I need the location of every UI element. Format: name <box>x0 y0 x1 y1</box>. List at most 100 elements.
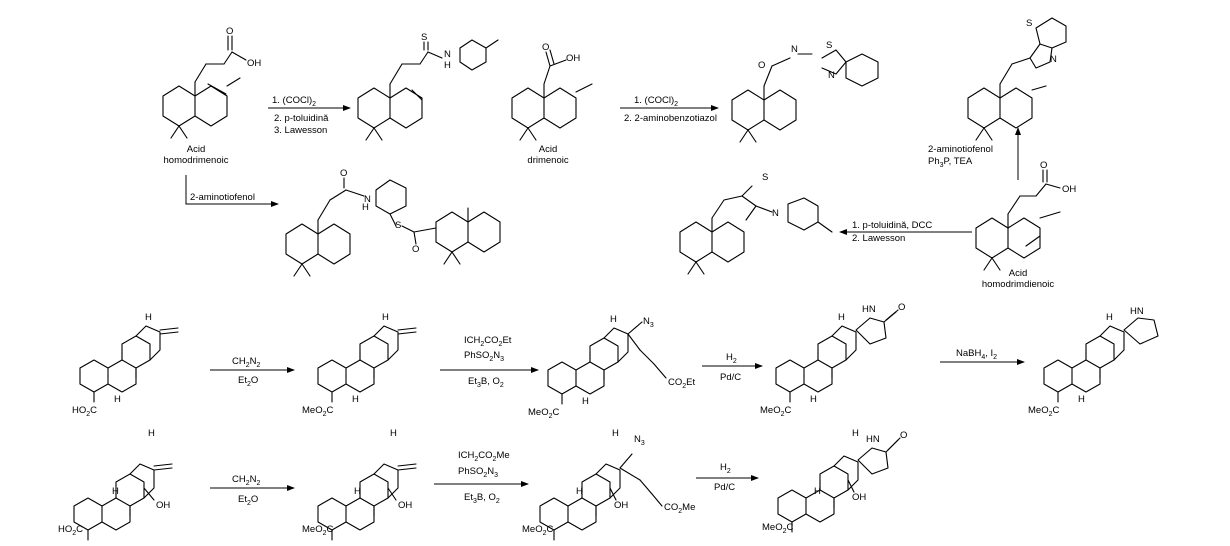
reagent-label: CH2N2 <box>232 356 261 369</box>
atom-s: S <box>762 172 768 183</box>
atom-h: H <box>852 428 859 439</box>
reagent-label: Pd/C <box>720 372 741 383</box>
compound-name-line1: Acid <box>539 144 557 155</box>
reagent-label: 2. p-toluidină <box>274 113 329 124</box>
group-co2me: MeO2C <box>762 522 794 535</box>
reagent-label: PhSO2N3 <box>458 466 498 479</box>
atom-h: H <box>145 312 152 323</box>
atom-h: H <box>444 60 451 71</box>
atom-h: H <box>814 486 821 497</box>
atom-n: N <box>772 208 779 219</box>
group-co2me: MeO2C <box>302 405 334 418</box>
reagent-label: CH2N2 <box>232 474 261 487</box>
kaurenoic-acid: H H HO2C <box>72 312 179 418</box>
group-co2me: MeO2C <box>302 524 334 537</box>
reagent-label: NaBH4, I2 <box>956 348 997 361</box>
atom-h: H <box>576 486 583 497</box>
homodrimenoic-acid: O OH <box>162 26 261 139</box>
atom-o: O <box>542 42 549 53</box>
atom-oh: OH <box>247 58 261 69</box>
atom-n: N <box>364 194 371 205</box>
atom-n: N <box>1050 54 1057 65</box>
atom-h: H <box>810 394 817 405</box>
group-co2et: CO2Et <box>668 377 695 390</box>
group-hn: HN <box>866 434 880 445</box>
azido-hydroxy-ester: H N3 H OH CO2Me MeO2C <box>522 428 695 541</box>
reagent-label: 2-aminotiofenol <box>928 144 993 155</box>
atom-o: O <box>758 60 765 71</box>
atom-s: S <box>395 220 401 231</box>
compound-name-line2: homodrimdienoic <box>982 279 1055 290</box>
atom-h: H <box>1106 312 1113 323</box>
hydroxy-spirolactam: H HN O H OH MeO2C <box>762 428 907 535</box>
group-hn: HN <box>862 304 876 315</box>
bis-thioester-amide-product: O N H S O <box>285 168 501 277</box>
atom-h: H <box>610 314 617 325</box>
atom-o: O <box>898 302 905 313</box>
thiolactam-product: S N <box>679 172 833 275</box>
reagent-label: PhSO2N3 <box>464 350 504 363</box>
group-hn: HN <box>1130 306 1144 317</box>
reagent-label: Et3B, O2 <box>464 492 500 505</box>
group-co2me: MeO2C <box>1028 405 1060 418</box>
reagent-label: Ph3P, TEA <box>928 156 973 169</box>
group-co2me-chain: CO2Me <box>664 502 695 515</box>
group-co2me: MeO2C <box>528 407 560 420</box>
atom-oh: OH <box>614 500 628 511</box>
spirolactam: H HN O H MeO2C <box>760 302 905 418</box>
atom-oh: OH <box>398 500 412 511</box>
atom-oh: OH <box>566 53 580 64</box>
compound-name-line1: Acid <box>1009 268 1027 279</box>
atom-n: N <box>444 49 451 60</box>
atom-h: H <box>382 312 389 323</box>
reaction-arrow <box>185 175 279 207</box>
reagent-label: ICH2CO2Et <box>464 335 512 348</box>
azido-ester: H N3 H CO2Et MeO2C <box>528 314 695 420</box>
atom-h: H <box>362 202 369 213</box>
atom-s: S <box>1026 18 1032 29</box>
group-co2h: HO2C <box>58 524 83 537</box>
atom-n: N <box>828 70 835 81</box>
atom-h: H <box>114 394 121 405</box>
atom-h: H <box>148 428 155 439</box>
group-co2me: MeO2C <box>760 405 792 418</box>
spiropyrrolidine: H HN H MeO2C <box>1028 306 1159 418</box>
reagent-label: 2-aminotiofenol <box>190 192 255 203</box>
atom-o: O <box>412 244 419 255</box>
reagent-label: 1. (COCl)2 <box>634 95 678 108</box>
reagent-label: Et2O <box>238 375 258 388</box>
atom-o: O <box>900 430 907 441</box>
atom-s: S <box>421 32 427 43</box>
atom-h: H <box>838 312 845 323</box>
atom-h: H <box>112 486 119 497</box>
atom-h: H <box>1078 394 1085 405</box>
thioamide-product: S N H <box>357 32 499 141</box>
compound-name-line1: Acid <box>187 144 205 155</box>
atom-h: H <box>354 486 361 497</box>
atom-oh: OH <box>156 500 170 511</box>
reagent-label: Pd/C <box>714 482 735 493</box>
reagent-label: H2 <box>720 462 731 475</box>
group-co2h: HO2C <box>72 405 97 418</box>
atom-nh: N <box>791 44 798 55</box>
homodrimdienoic-acid: O OH <box>975 160 1076 271</box>
atom-o: O <box>1040 160 1047 171</box>
methyl-hydroxy-kaurenoate: H H OH MeO2C <box>302 428 417 541</box>
group-n3: N3 <box>643 316 654 329</box>
drimenoic-acid: O OH <box>511 42 593 141</box>
atom-h: H <box>612 428 619 439</box>
hydroxy-kaurenoic-acid: H H OH HO2C <box>58 428 173 541</box>
reagent-label: 1. (COCl)2 <box>272 95 316 108</box>
group-n3: N3 <box>634 434 645 447</box>
atom-s: S <box>826 40 832 51</box>
atom-oh: OH <box>1062 184 1076 195</box>
methyl-kaurenoate: H H MeO2C <box>302 312 417 418</box>
atom-h: H <box>390 428 397 439</box>
reagent-label: Et2O <box>238 494 258 507</box>
atom-h: H <box>352 394 359 405</box>
atom-o: O <box>226 26 233 37</box>
benzothiazole-diene-product: S N <box>967 17 1067 141</box>
reagent-label: 3. Lawesson <box>274 125 327 136</box>
reagent-label: H2 <box>726 352 737 365</box>
atom-o: O <box>340 168 347 179</box>
